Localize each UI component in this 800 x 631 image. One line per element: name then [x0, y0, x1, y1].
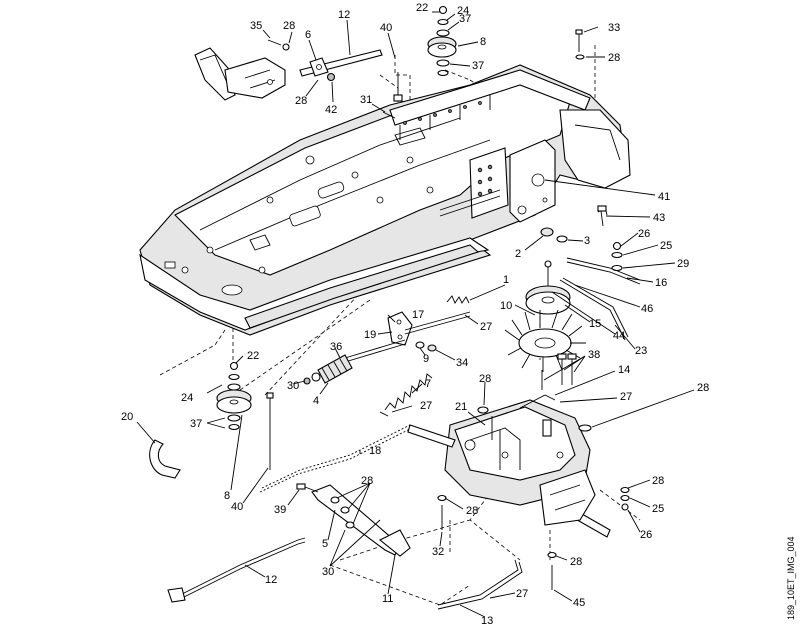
- callout-12: 12: [265, 574, 277, 586]
- callout-26: 26: [638, 228, 650, 240]
- callout-13: 13: [481, 615, 493, 627]
- callout-8: 8: [480, 36, 486, 48]
- callout-34: 34: [456, 357, 468, 369]
- callout-37: 37: [472, 60, 484, 72]
- callout-28: 28: [283, 20, 295, 32]
- callout-33: 33: [608, 22, 620, 34]
- callout-7: 7: [425, 378, 431, 390]
- callout-24: 24: [457, 5, 469, 17]
- callout-40: 40: [231, 501, 243, 513]
- callout-46: 46: [641, 303, 653, 315]
- callout-25: 25: [652, 503, 664, 515]
- callout-11: 11: [382, 593, 393, 605]
- shift-linkage: [167, 406, 630, 610]
- callout-4: 4: [313, 395, 319, 407]
- callout-10: 10: [500, 300, 512, 312]
- callout-8: 8: [224, 490, 230, 502]
- cooling-fan: [504, 309, 586, 372]
- handle-assembly: [194, 39, 383, 101]
- callout-28: 28: [295, 95, 307, 107]
- drawing-id: 189_10ET_IMG_004: [786, 536, 796, 620]
- callout-labels: 35 28 12 40 22 24 37 8 37 6 28 42 33 28 …: [121, 2, 709, 627]
- callout-35: 35: [250, 20, 262, 32]
- callout-17: 17: [412, 309, 424, 321]
- callout-9: 9: [423, 353, 429, 365]
- idler-linkage: [344, 295, 471, 363]
- lower-pulley-stack: [216, 361, 274, 470]
- callout-6: 6: [305, 29, 311, 41]
- callout-19: 19: [364, 329, 376, 341]
- transaxle: [407, 394, 611, 538]
- callout-14: 14: [618, 364, 630, 376]
- callout-31: 31: [360, 94, 372, 106]
- callout-25: 25: [660, 240, 672, 252]
- callout-5: 5: [322, 538, 328, 550]
- callout-28: 28: [479, 373, 491, 385]
- callout-44: 44: [613, 330, 625, 342]
- callout-28: 28: [608, 52, 620, 64]
- callout-30: 30: [287, 380, 299, 392]
- callout-30: 30: [322, 566, 334, 578]
- callout-12: 12: [338, 9, 350, 21]
- callout-26: 26: [640, 529, 652, 541]
- callout-41: 41: [658, 191, 670, 203]
- callout-32: 32: [432, 546, 444, 558]
- callout-45: 45: [573, 597, 585, 609]
- callout-28: 28: [361, 475, 373, 487]
- callout-28: 28: [570, 556, 582, 568]
- callout-21: 21: [455, 401, 467, 413]
- callout-16: 16: [655, 277, 667, 289]
- upper-pulley-stack: [382, 5, 585, 119]
- right-fasteners: [540, 205, 641, 341]
- callout-27: 27: [480, 321, 492, 333]
- callout-37: 37: [459, 13, 471, 25]
- callout-38: 38: [588, 349, 600, 361]
- callout-29: 29: [677, 258, 689, 270]
- tension-spring: [379, 373, 433, 417]
- callout-23: 23: [635, 345, 647, 357]
- callout-27: 27: [420, 400, 432, 412]
- callout-28: 28: [697, 382, 709, 394]
- callout-22: 22: [416, 2, 428, 14]
- callout-20: 20: [121, 411, 133, 423]
- callout-27: 27: [620, 391, 632, 403]
- callout-3: 3: [584, 235, 590, 247]
- callout-43: 43: [653, 212, 665, 224]
- callout-22: 22: [247, 350, 259, 362]
- callout-28: 28: [652, 475, 664, 487]
- callout-27: 27: [516, 588, 528, 600]
- callout-2: 2: [515, 248, 521, 260]
- callout-36: 36: [330, 341, 342, 353]
- control-cable: [259, 424, 411, 493]
- main-frame: [139, 64, 631, 336]
- callout-24: 24: [181, 392, 193, 404]
- callout-37: 37: [190, 418, 202, 430]
- transmission-pulley-and-fan: [504, 285, 586, 390]
- leader-lines: [136, 11, 695, 618]
- compression-spring: [303, 354, 353, 385]
- drive-belt: [149, 439, 181, 479]
- callout-18: 18: [369, 445, 381, 457]
- callout-42: 42: [325, 104, 337, 116]
- callout-28: 28: [466, 505, 478, 517]
- callout-40: 40: [380, 22, 392, 34]
- callout-1: 1: [503, 274, 509, 286]
- callout-39: 39: [274, 504, 286, 516]
- springs: [303, 354, 433, 417]
- callout-15: 15: [589, 318, 601, 330]
